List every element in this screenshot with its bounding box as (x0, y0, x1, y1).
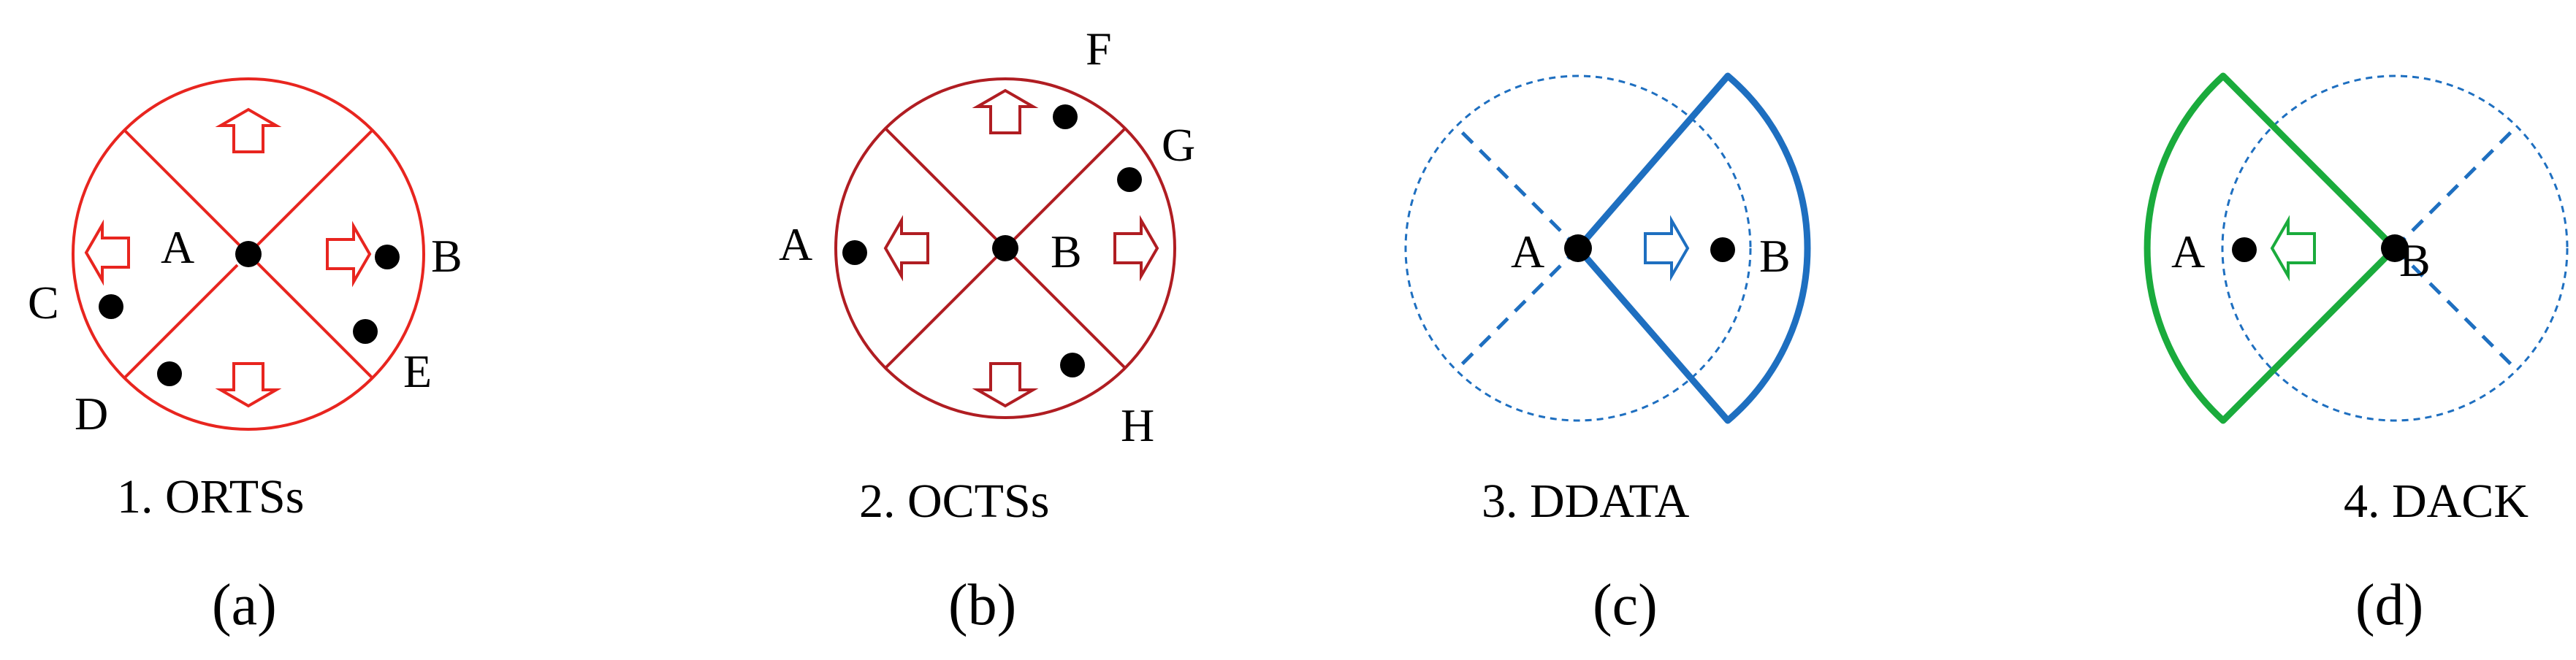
sector-line (1454, 247, 1579, 372)
panel-caption: 2. OCTSs (859, 475, 1049, 528)
sector-line (884, 127, 1007, 250)
node-dot (1564, 234, 1592, 262)
arrow-up-icon (976, 89, 1034, 134)
node-dot (1053, 104, 1078, 129)
panel-sublabel: (a) (212, 573, 277, 637)
arrow-left-icon (2271, 219, 2316, 277)
arrow-left-icon (884, 219, 929, 277)
node-label: A (779, 218, 812, 270)
sector-line (884, 247, 1007, 369)
node-dot (1060, 353, 1085, 377)
node-label: B (2399, 234, 2431, 286)
sector-line (123, 264, 239, 380)
sector-line (2393, 247, 2519, 372)
sector-line (1454, 124, 1579, 250)
arrow-right-icon (326, 225, 371, 283)
node-dot (353, 319, 378, 344)
arrow-right-icon (1113, 219, 1159, 277)
sector-line (247, 128, 374, 256)
sector-line (1004, 247, 1127, 369)
panel-c: A B 3. DDATA (c) (1404, 72, 1811, 637)
range-circle (834, 77, 1176, 419)
panel-sublabel: (b) (948, 573, 1016, 637)
node-label: H (1121, 399, 1154, 451)
panel-d: A B 4. DACK (d) (2144, 72, 2569, 637)
node-label: B (431, 230, 462, 282)
node-dot (99, 294, 123, 319)
node-dot (235, 241, 262, 267)
node-label: G (1162, 119, 1195, 171)
panel-caption: 3. DDATA (1482, 475, 1690, 528)
sector-line (1004, 127, 1127, 250)
directional-sector (2144, 72, 2398, 424)
sector-line (123, 128, 250, 256)
panel-sublabel: (d) (2355, 573, 2423, 637)
arrow-down-icon (976, 362, 1034, 407)
node-label: A (1511, 226, 1544, 277)
panel-b: A B F G H 2. OCTSs (b) (779, 23, 1195, 637)
range-circle (2221, 74, 2569, 422)
node-dot (1117, 167, 1142, 192)
panel-sublabel: (c) (1593, 573, 1658, 637)
node-label: B (1759, 230, 1791, 282)
panel-a: A B C D E 1. ORTSs (a) (28, 77, 462, 637)
node-dot (2232, 237, 2257, 262)
sector-line (2393, 124, 2519, 250)
arrow-up-icon (219, 108, 278, 153)
node-label: D (75, 388, 108, 440)
sector-line (247, 253, 374, 380)
node-label: E (403, 345, 432, 397)
node-label: A (2171, 226, 2205, 277)
node-dot (157, 361, 182, 386)
node-dot (1710, 237, 1735, 262)
node-label: B (1051, 226, 1082, 277)
range-circle (1404, 74, 1752, 422)
range-circle (72, 77, 425, 431)
arrow-left-icon (85, 223, 130, 282)
node-dot (375, 245, 400, 269)
panel-caption: 1. ORTSs (117, 470, 304, 523)
panel-caption: 4. DACK (2344, 475, 2529, 528)
node-dot (2381, 234, 2409, 262)
arrow-down-icon (219, 362, 278, 407)
node-dot (992, 235, 1018, 261)
arrow-right-icon (1644, 219, 1689, 277)
node-dot (842, 240, 867, 265)
node-label: A (161, 221, 194, 273)
node-label: F (1086, 23, 1112, 74)
node-label: C (28, 277, 59, 329)
directional-sector (1574, 72, 1811, 424)
